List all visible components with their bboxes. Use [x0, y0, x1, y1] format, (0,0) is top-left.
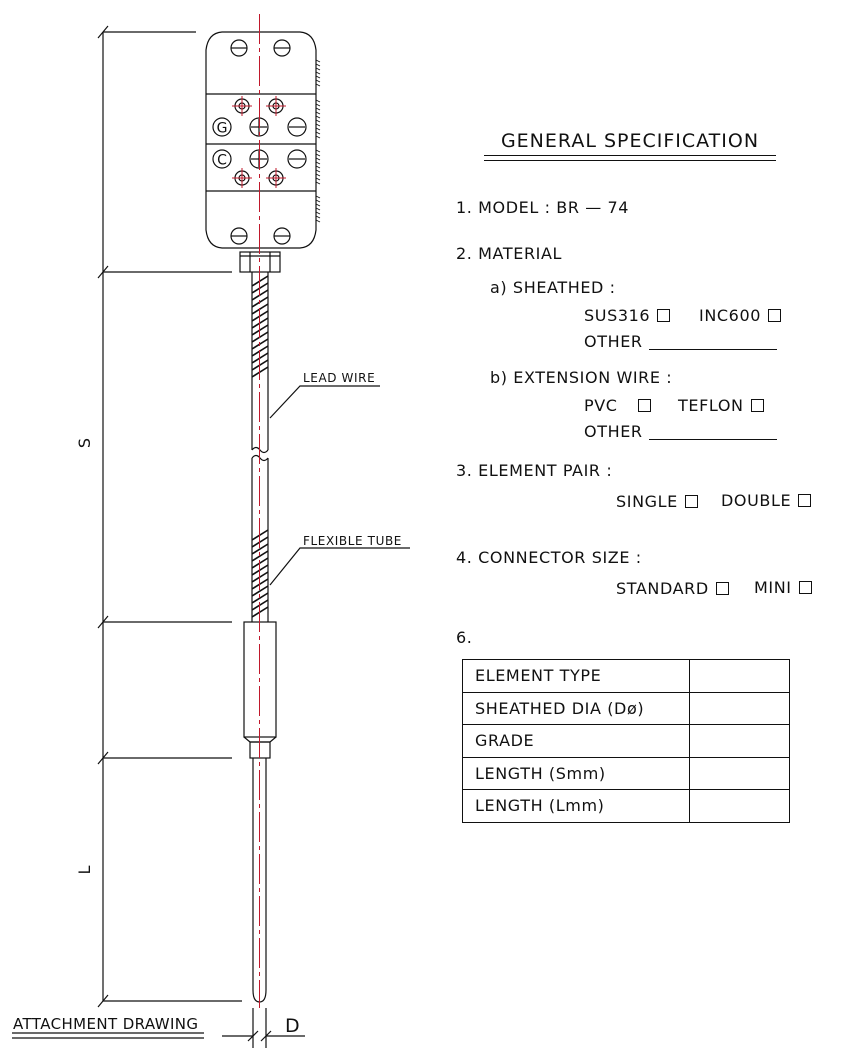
spec-item-6: 6. [456, 628, 473, 647]
callout-flexible-tube: FLEXIBLE TUBE [303, 534, 402, 548]
option-pvc-label: PVC [584, 396, 618, 415]
blank-other-extension[interactable] [648, 425, 777, 440]
option-other-extension-label: OTHER [584, 422, 643, 441]
option-mini[interactable]: MINI [754, 578, 812, 597]
checkbox-pvc[interactable] [637, 399, 651, 412]
option-sus316[interactable]: SUS316 [584, 306, 671, 325]
spec-title: GENERAL SPECIFICATION [500, 130, 760, 152]
spec-element-pair: 3. ELEMENT PAIR : [456, 461, 613, 480]
checkbox-double[interactable] [798, 494, 812, 507]
checkbox-teflon[interactable] [750, 399, 764, 412]
table-row-label: LENGTH (Smm) [462, 756, 690, 790]
spec-connector-size: 4. CONNECTOR SIZE : [456, 548, 642, 567]
table-row-label: GRADE [462, 724, 690, 758]
option-double[interactable]: DOUBLE [721, 491, 812, 510]
table-row-value[interactable] [689, 789, 790, 823]
pin-sockets [232, 96, 286, 188]
checkbox-single[interactable] [684, 495, 698, 508]
checkbox-inc600[interactable] [768, 309, 781, 322]
spec-material: 2. MATERIAL [456, 244, 563, 263]
option-standard-label: STANDARD [616, 579, 709, 598]
connector-head [205, 31, 321, 249]
blank-other-sheathed[interactable] [648, 335, 777, 350]
option-teflon-label: TEFLON [678, 396, 744, 415]
option-teflon[interactable]: TEFLON [678, 396, 764, 415]
spec-model: 1. MODEL : BR — 74 [456, 198, 630, 217]
table-row-label: SHEATHED DIA (Dø) [462, 691, 690, 725]
checkbox-sus316[interactable] [657, 309, 671, 322]
dimension-label-s: S [75, 438, 94, 448]
checkbox-mini[interactable] [798, 581, 812, 594]
spec-extension-wire: b) EXTENSION WIRE : [490, 368, 673, 387]
table-row-label: ELEMENT TYPE [462, 659, 690, 693]
spec-table: ELEMENT TYPE SHEATHED DIA (Dø) GRADE LEN… [462, 659, 790, 823]
spec-title-underline-2 [484, 160, 776, 161]
callout-leaders [269, 385, 410, 586]
table-row: LENGTH (Smm) [462, 756, 790, 790]
option-mini-label: MINI [754, 578, 792, 597]
dimension-label-d: D [285, 1015, 300, 1037]
option-sus316-label: SUS316 [584, 306, 651, 325]
lead-wire [251, 378, 269, 530]
option-other-extension[interactable]: OTHER [584, 422, 777, 441]
checkbox-standard[interactable] [715, 582, 729, 595]
dimension-lines [97, 25, 305, 1048]
table-row-value[interactable] [689, 691, 790, 725]
option-other-sheathed[interactable]: OTHER [584, 332, 777, 351]
caption: ATTACHMENT DRAWING [13, 1015, 198, 1033]
table-row-value[interactable] [689, 659, 790, 693]
option-double-label: DOUBLE [721, 491, 792, 510]
spec-title-underline [484, 155, 776, 156]
terminal-marking-g: G [217, 121, 228, 137]
option-inc600[interactable]: INC600 [699, 306, 781, 325]
table-row-label: LENGTH (Lmm) [462, 789, 690, 823]
table-row: ELEMENT TYPE [462, 659, 790, 693]
option-single-label: SINGLE [616, 492, 678, 511]
terminal-marking-c: C [217, 153, 227, 169]
callout-lead-wire: LEAD WIRE [303, 371, 375, 385]
option-other-sheathed-label: OTHER [584, 332, 643, 351]
option-standard[interactable]: STANDARD [616, 579, 729, 598]
option-pvc[interactable]: PVC [584, 396, 651, 415]
table-row-value[interactable] [689, 724, 790, 758]
table-row: SHEATHED DIA (Dø) [462, 691, 790, 725]
table-row: LENGTH (Lmm) [462, 789, 790, 823]
spec-sheathed: a) SHEATHED : [490, 278, 616, 297]
table-row-value[interactable] [689, 756, 790, 790]
table-row: GRADE [462, 724, 790, 758]
option-single[interactable]: SINGLE [616, 492, 698, 511]
option-inc600-label: INC600 [699, 306, 761, 325]
dimension-label-l: L [75, 865, 94, 874]
